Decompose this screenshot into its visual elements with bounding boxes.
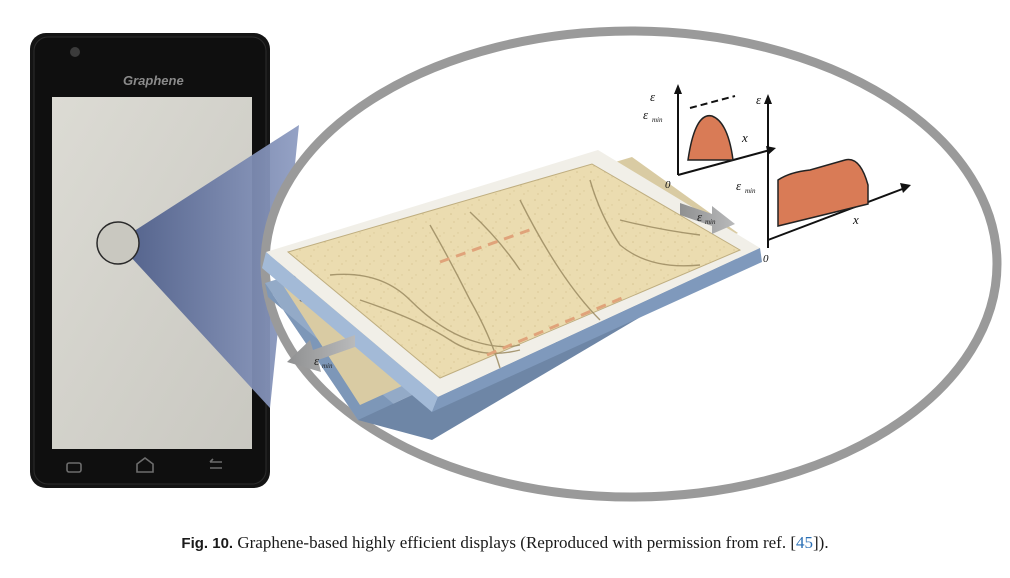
camera-icon [70, 47, 80, 57]
svg-text:min: min [322, 362, 333, 370]
caption-tail: ]). [813, 533, 829, 552]
caption-reference-link[interactable]: 45 [796, 533, 813, 552]
strain-plot-small: ε ε min x 0 [643, 84, 776, 191]
strain-arrow-left: ε min [287, 335, 355, 372]
zoom-circle [96, 221, 140, 265]
svg-text:ε: ε [756, 92, 762, 107]
return-button-icon [209, 458, 222, 469]
svg-text:ε: ε [736, 178, 742, 193]
svg-text:0: 0 [665, 179, 671, 191]
back-button-icon [66, 462, 82, 473]
svg-text:ε: ε [697, 209, 703, 224]
caption-text: Graphene-based highly efficient displays… [233, 533, 796, 552]
phone-brand-text: Graphene [123, 73, 184, 88]
svg-text:ε: ε [643, 107, 649, 122]
svg-text:ε: ε [314, 353, 320, 368]
caption-label: Fig. 10. [181, 535, 234, 552]
figure-illustration: ε min ε min ε ε min x 0 ε ε min x 0 Grap… [30, 26, 1002, 502]
svg-text:min: min [705, 218, 716, 226]
graphene-film [286, 163, 742, 379]
svg-text:x: x [741, 130, 748, 145]
home-button-icon [136, 457, 154, 473]
strain-arrow-right: ε min [680, 203, 735, 234]
svg-text:0: 0 [763, 253, 769, 265]
strain-plot-large: ε ε min x 0 [736, 92, 911, 265]
graphene-display-stack [262, 150, 762, 440]
figure-caption: Fig. 10. Graphene-based highly efficient… [0, 533, 1010, 553]
zoom-cone [117, 125, 299, 408]
svg-text:ε: ε [650, 89, 656, 104]
svg-text:min: min [652, 116, 663, 124]
svg-text:min: min [745, 187, 756, 195]
svg-text:x: x [852, 212, 859, 227]
